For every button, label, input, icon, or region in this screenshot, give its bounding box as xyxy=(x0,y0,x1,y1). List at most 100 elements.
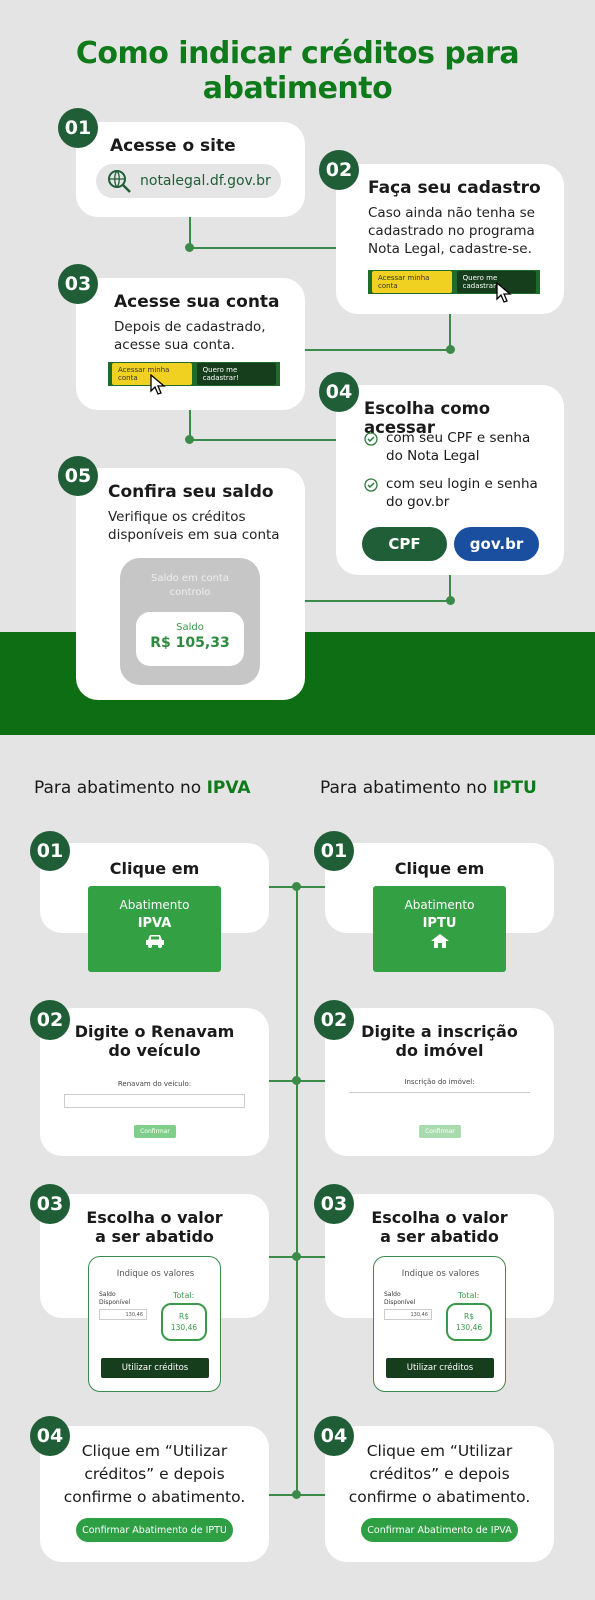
connector-line xyxy=(189,247,337,249)
step-02-card: Faça seu cadastro Caso ainda não tenha s… xyxy=(336,164,564,314)
text-line: 130,46 xyxy=(170,1323,198,1332)
govbr-button[interactable]: gov.br xyxy=(454,527,539,561)
abatimento-ipva-button[interactable]: Abatimento IPVA xyxy=(88,886,221,972)
step-title: Clique em xyxy=(109,859,200,878)
renavam-input[interactable] xyxy=(64,1094,245,1108)
connector-dot xyxy=(292,1076,301,1085)
text-line: do imóvel xyxy=(395,1041,484,1060)
page-title: Como indicar créditos para abatimento xyxy=(75,36,520,106)
confirm-abatement-button[interactable]: Confirmar Abatimento de IPVA xyxy=(361,1518,518,1542)
step-badge: 04 xyxy=(319,372,359,412)
check-circle-icon xyxy=(364,478,378,492)
step-badge: 01 xyxy=(314,831,354,871)
step-badge: 03 xyxy=(314,1184,354,1224)
access-account-button[interactable]: Acessar minha conta xyxy=(372,271,452,293)
box-key: IPTU xyxy=(422,916,457,931)
connector-line xyxy=(449,313,451,350)
text-line: Saldo xyxy=(384,1291,401,1298)
step-03-card: Acesse sua conta Depois de cadastrado, a… xyxy=(76,278,305,410)
heading-key: IPTU xyxy=(492,778,537,798)
heading-prefix: Para abatimento no xyxy=(34,778,207,798)
balance-box: Saldo R$ 105,33 xyxy=(136,612,244,666)
abatimento-iptu-button[interactable]: Abatimento IPTU xyxy=(373,886,506,972)
check-circle-icon xyxy=(364,432,378,446)
saldo-input[interactable]: 130,46 xyxy=(384,1309,432,1320)
text-line: Verifique os créditos xyxy=(108,509,246,525)
text-line: Clique em “Utilizar xyxy=(81,1442,228,1460)
text-line: acesse sua conta. xyxy=(114,337,235,353)
panel-title: Indique os valores xyxy=(401,1269,480,1279)
text-line: Disponível xyxy=(384,1299,416,1306)
text-line: do gov.br xyxy=(386,494,450,510)
step-01-card: Acesse o site notalegal.df.gov.br xyxy=(76,122,305,217)
use-credits-button[interactable]: Utilizar créditos xyxy=(101,1358,209,1378)
step-badge: 01 xyxy=(58,108,98,148)
text-line: créditos” e depois xyxy=(84,1465,225,1483)
text-line: Depois de cadastrado, xyxy=(114,319,266,335)
ipva-heading: Para abatimento no IPVA xyxy=(34,778,251,798)
total-label: Total: xyxy=(458,1291,480,1300)
iptu-heading: Para abatimento no IPTU xyxy=(320,778,537,798)
connector-dot xyxy=(292,882,301,891)
text-line: Clique em “Utilizar xyxy=(366,1442,513,1460)
house-icon xyxy=(430,934,449,948)
step-title: Escolha como acessar xyxy=(364,399,491,437)
connector-line xyxy=(189,410,191,440)
cursor-icon xyxy=(150,374,166,395)
step-title: Acesse o site xyxy=(110,136,236,156)
saldo-input[interactable]: 130,46 xyxy=(99,1309,147,1320)
step-badge: 05 xyxy=(58,456,98,496)
step-05-card: Confira seu saldo Verifique os créditos … xyxy=(76,468,305,700)
account-buttons: Acessar minha conta Quero me cadastrar! xyxy=(108,362,280,386)
connector-dot xyxy=(446,596,455,605)
balance-label: Saldo xyxy=(176,622,204,633)
step-badge: 03 xyxy=(30,1184,70,1224)
text-line: disponíveis em sua conta xyxy=(108,527,280,543)
text-line: Caso ainda não tenha se xyxy=(368,205,535,221)
connector-line xyxy=(189,216,191,248)
inscricao-label: Inscrição do imóvel: xyxy=(404,1078,475,1086)
confirm-abatement-button[interactable]: Confirmar Abatimento de IPTU xyxy=(76,1518,233,1542)
confirm-button[interactable]: Confirmar xyxy=(134,1125,176,1138)
total-box: R$130,46 xyxy=(446,1303,492,1341)
step-04-card: Escolha como acessar com seu CPF e senha… xyxy=(336,385,564,575)
use-credits-button[interactable]: Utilizar créditos xyxy=(386,1358,494,1378)
connector-dot xyxy=(185,435,194,444)
cpf-button[interactable]: CPF xyxy=(362,527,447,561)
text-line: R$ xyxy=(179,1312,189,1321)
step-badge: 04 xyxy=(30,1416,70,1456)
step-text: Caso ainda não tenha se cadastrado no pr… xyxy=(368,204,535,258)
text-line: a ser abatido xyxy=(380,1227,499,1246)
text-line: Escolha o valor xyxy=(371,1208,508,1227)
account-buttons: Acessar minha conta Quero me cadastrar! xyxy=(368,270,540,294)
step-badge: 02 xyxy=(314,1000,354,1040)
register-button[interactable]: Quero me cadastrar! xyxy=(456,271,536,293)
total-label: Total: xyxy=(173,1291,195,1300)
search-globe-icon xyxy=(108,170,131,193)
text-line: 130,46 xyxy=(455,1323,483,1332)
text-line: cadastrado no programa xyxy=(368,223,535,239)
text-line: Digite o Renavam xyxy=(74,1022,235,1041)
inscricao-input[interactable] xyxy=(349,1092,530,1106)
confirm-button[interactable]: Confirmar xyxy=(419,1125,461,1138)
access-account-button[interactable]: Acessar minha conta xyxy=(112,363,192,385)
site-url-pill[interactable]: notalegal.df.gov.br xyxy=(96,164,281,198)
text-line: com seu CPF e senha xyxy=(386,430,531,446)
connector-line xyxy=(305,600,450,602)
connector-dot xyxy=(446,345,455,354)
center-connector xyxy=(296,886,298,1496)
step-title: Clique em xyxy=(394,859,485,878)
connector-line xyxy=(305,349,450,351)
register-button[interactable]: Quero me cadastrar! xyxy=(196,363,276,385)
